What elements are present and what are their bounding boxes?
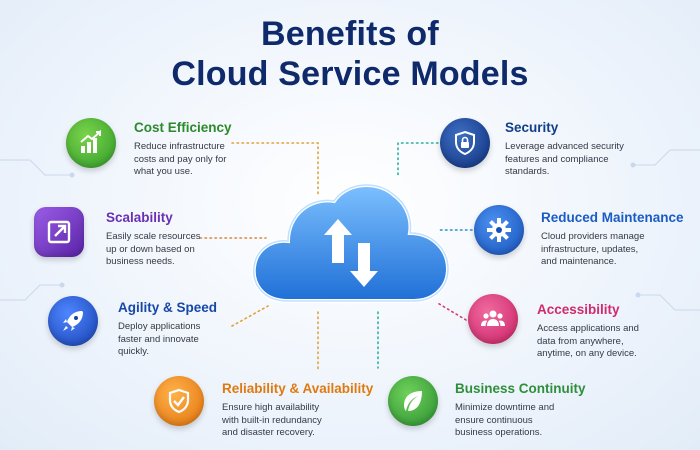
benefit-heading: Security xyxy=(505,120,559,135)
benefit-heading: Agility & Speed xyxy=(118,300,218,315)
benefit-heading: Business Continuity xyxy=(455,381,586,396)
connector-cost-efficiency xyxy=(231,142,319,197)
users-group-icon xyxy=(468,294,518,344)
leaf-icon xyxy=(388,376,438,426)
expand-arrow-icon xyxy=(34,207,84,257)
connector-agility xyxy=(231,305,269,327)
benefit-heading: Accessibility xyxy=(537,302,620,317)
shield-check-icon xyxy=(154,376,204,426)
bar-chart-growth-icon xyxy=(66,118,116,168)
benefit-heading: Reliability & Availability xyxy=(222,381,374,396)
rocket-icon xyxy=(48,296,98,346)
benefit-heading: Cost Efficiency xyxy=(134,120,232,135)
benefit-heading: Reduced Maintenance xyxy=(541,210,684,225)
connector-security xyxy=(397,142,439,177)
benefit-heading: Scalability xyxy=(106,210,173,225)
cloud-sync-icon xyxy=(251,182,451,303)
shield-lock-icon xyxy=(440,118,490,168)
page-title-line-1: Benefits of xyxy=(261,15,439,53)
page-title-line-2: Cloud Service Models xyxy=(171,55,529,93)
gear-icon xyxy=(474,205,524,255)
connector-accessibility xyxy=(435,301,467,321)
